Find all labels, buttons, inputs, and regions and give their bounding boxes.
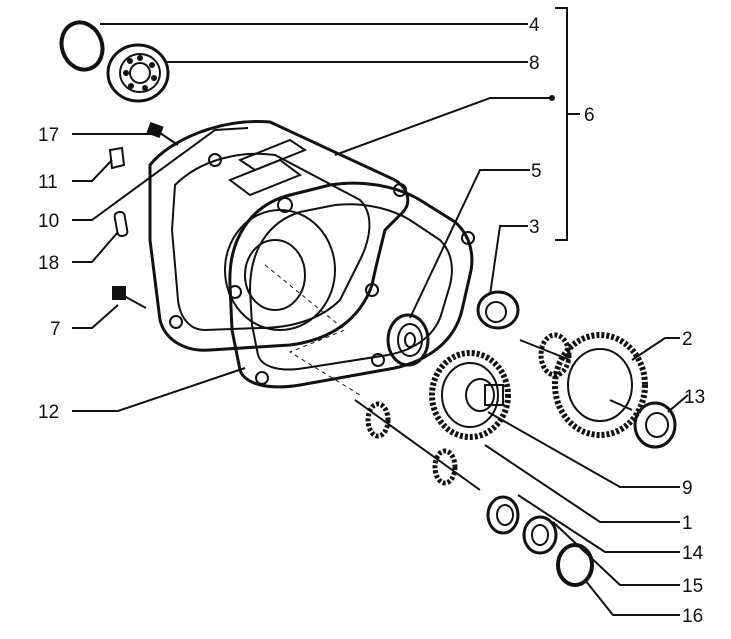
callout-10: 10	[38, 211, 59, 232]
callout-1: 1	[682, 513, 693, 534]
drive-shaft-1-part	[354, 399, 481, 491]
callout-18: 18	[38, 253, 59, 274]
callout-12: 12	[38, 402, 59, 423]
callout-3: 3	[529, 217, 540, 238]
gasket-part	[228, 181, 475, 389]
callout-13: 13	[684, 387, 705, 408]
bolt-7-part	[112, 286, 147, 309]
ring-16-part	[556, 543, 594, 587]
clip-11-part	[108, 146, 126, 170]
ball-bearing-part	[106, 43, 170, 103]
callout-15: 15	[682, 576, 703, 597]
transmission-cover-part	[148, 120, 410, 352]
gear-shaft-2-part	[519, 332, 648, 438]
callout-5: 5	[531, 161, 542, 182]
group-bracket	[549, 7, 580, 241]
callout-4: 4	[529, 15, 540, 36]
callout-6: 6	[584, 105, 595, 126]
alignment-lines	[264, 264, 361, 396]
callout-9: 9	[682, 478, 693, 499]
dowel-18-part	[113, 210, 129, 238]
callout-14: 14	[682, 543, 704, 564]
callout-17: 17	[38, 125, 59, 146]
gear-9-part	[429, 350, 511, 440]
snap-ring-part	[59, 20, 105, 72]
bearing-14-part	[486, 495, 520, 535]
callout-7: 7	[50, 319, 61, 340]
callout-16: 16	[682, 606, 703, 627]
leader-lines	[72, 23, 689, 616]
bearing-5-part	[386, 313, 430, 367]
bearing-13-part	[633, 401, 677, 449]
callout-labels: 4 8 6 5 3 2 13 9 1 14 15 16 17 11 10 18 …	[38, 15, 705, 627]
callout-2: 2	[682, 329, 693, 350]
callout-8: 8	[529, 53, 540, 74]
callout-11: 11	[38, 172, 58, 193]
seal-15-part	[522, 515, 558, 555]
bearing-3-part	[476, 290, 520, 330]
